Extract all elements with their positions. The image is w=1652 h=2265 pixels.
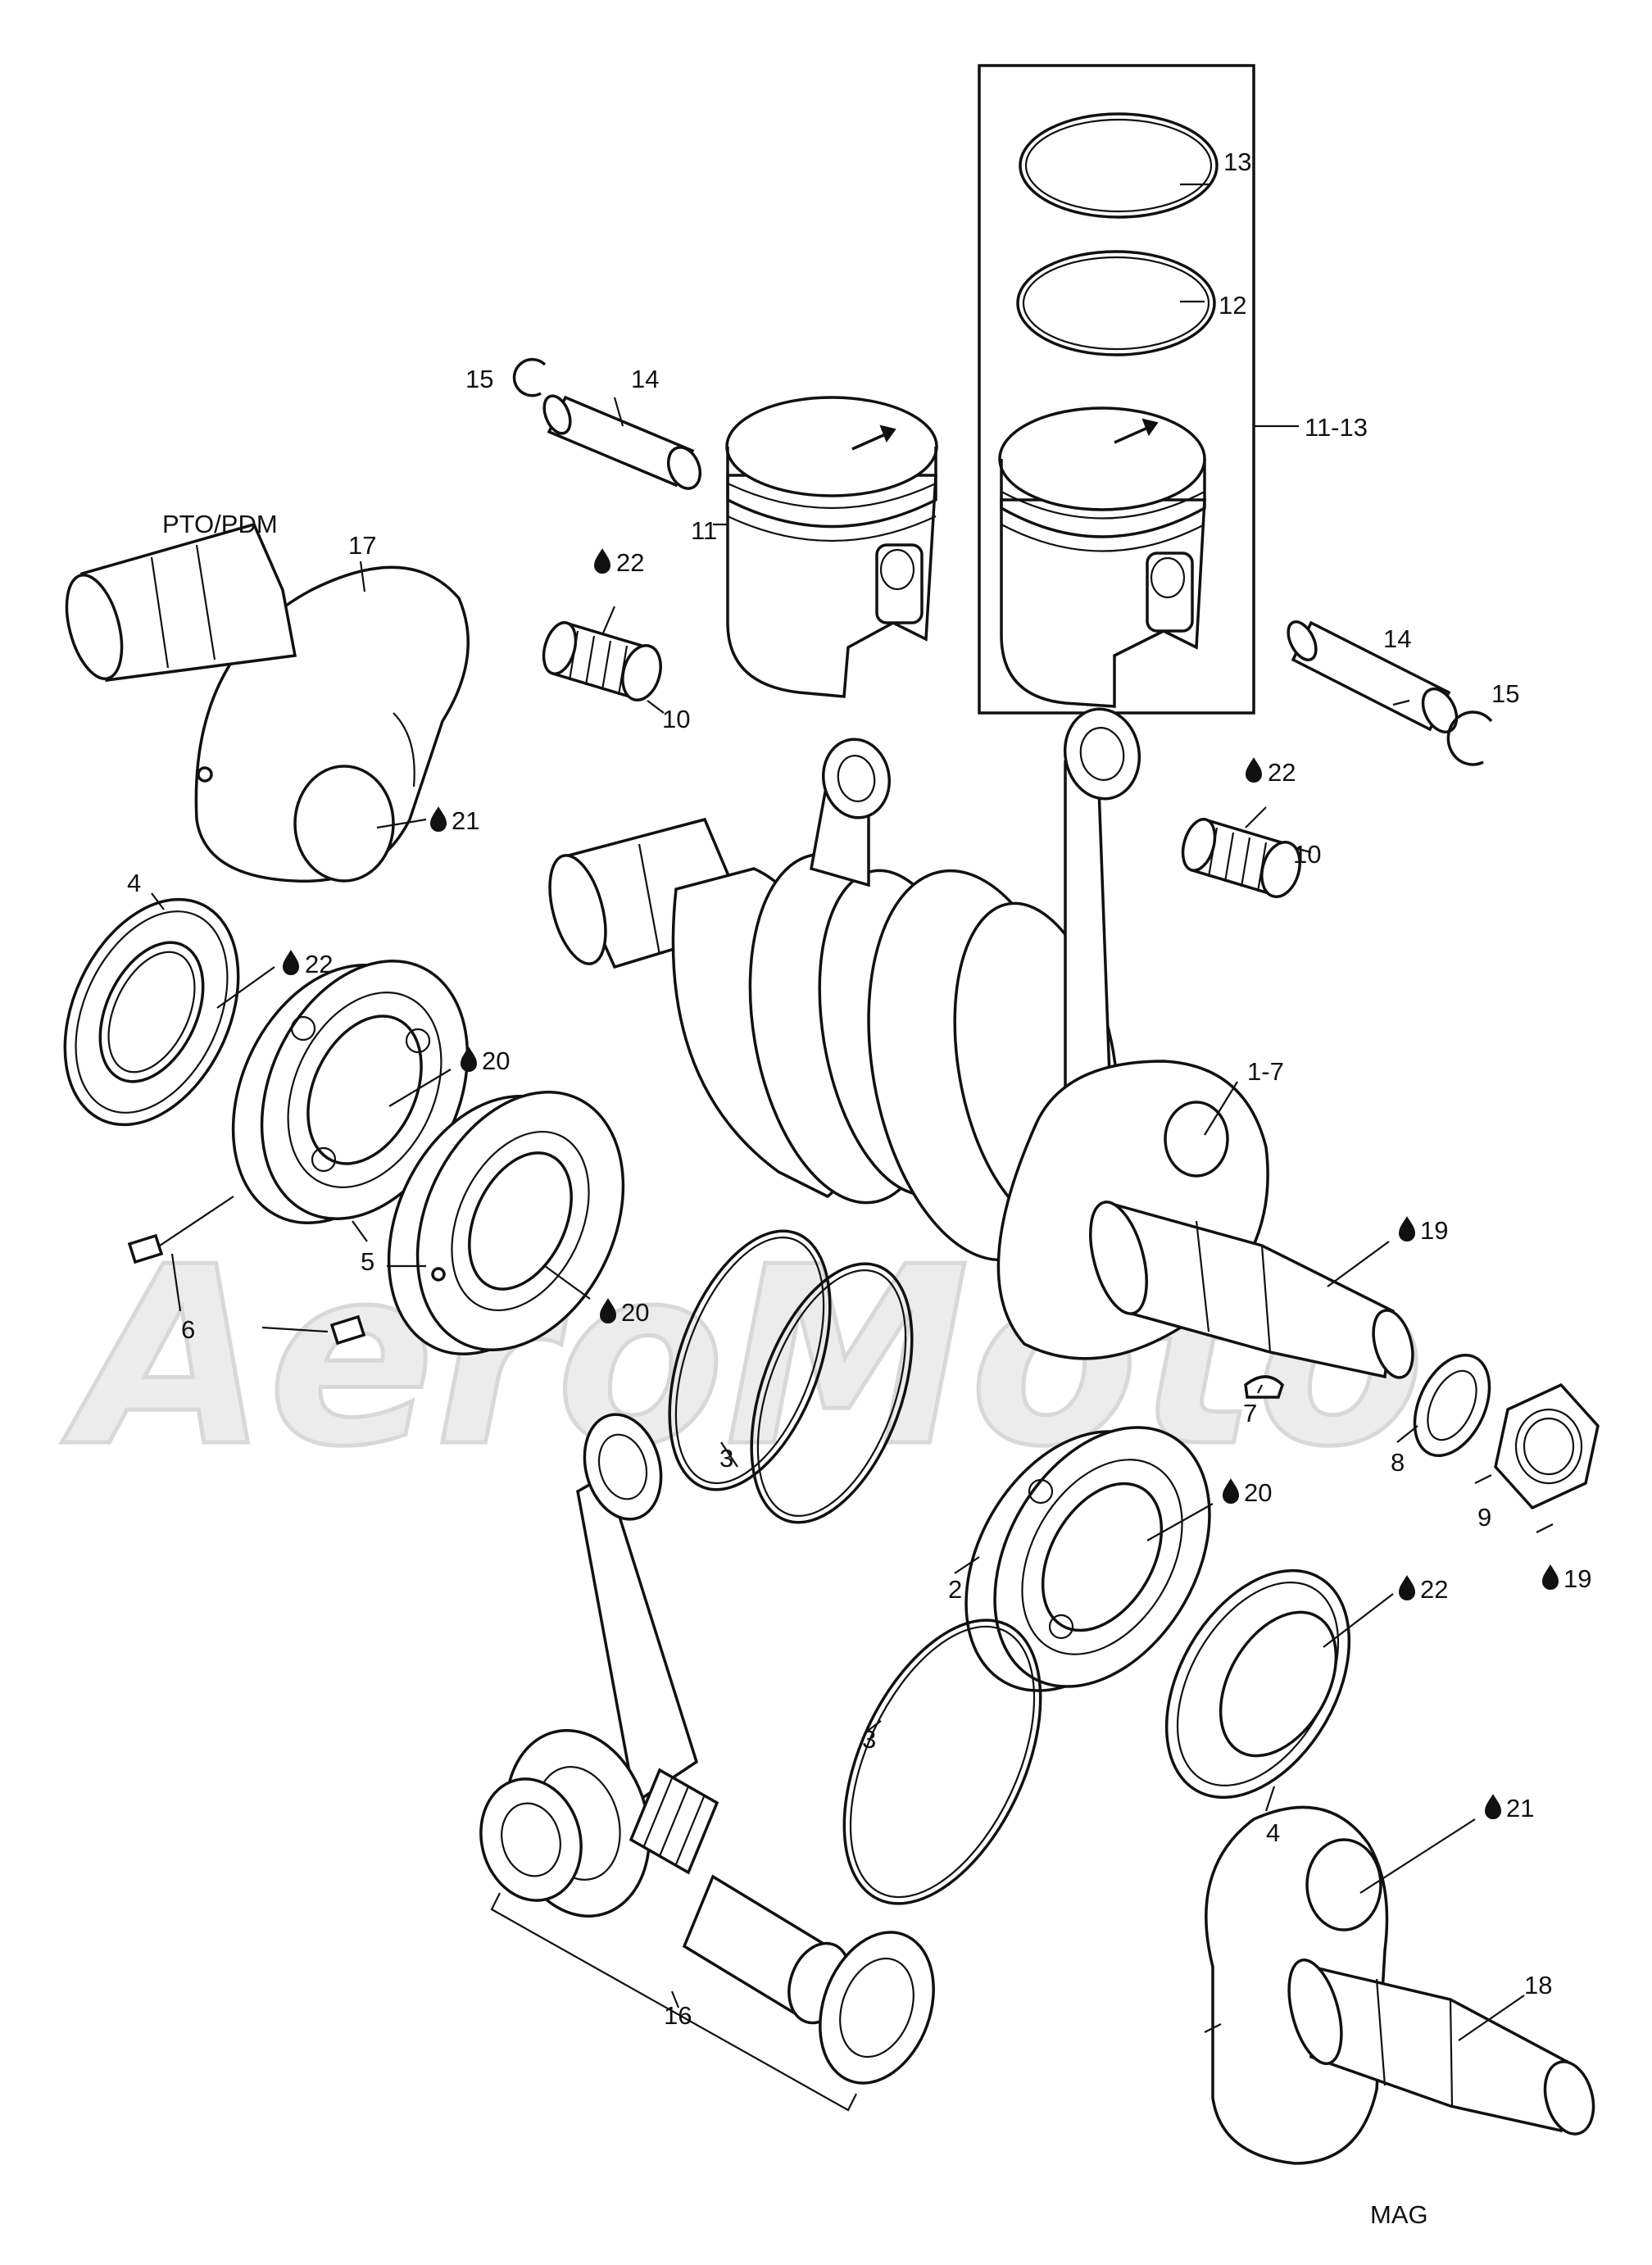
dowel-pin-6-upper	[127, 1233, 164, 1264]
oil-seal-4-left	[63, 897, 240, 1127]
callout-1-7: 1-7	[1247, 1057, 1284, 1086]
piston-ring-13	[1019, 112, 1219, 219]
piston-ring-12	[1016, 250, 1216, 356]
piston-pin-14-left	[542, 394, 702, 490]
callout-12: 12	[1219, 291, 1246, 320]
piston-kit-box	[978, 64, 1255, 715]
lube-drop-icon-22a	[594, 549, 610, 574]
callout-9: 9	[1477, 1503, 1491, 1532]
callout-10-left: 10	[662, 705, 690, 733]
callout-labels: 13 12 11-13 15 14 11 17 22 10 14 15 22 1…	[127, 148, 1591, 2030]
o-ring-3-lower	[842, 1618, 1042, 1905]
callout-15-left: 15	[465, 365, 493, 393]
piston-11-kit	[998, 406, 1206, 708]
lube-drop-icon-21b	[1485, 1795, 1501, 1819]
callout-11: 11	[691, 516, 717, 545]
callout-2: 2	[948, 1575, 962, 1604]
callout-8: 8	[1391, 1448, 1405, 1477]
conrod-kit-16	[479, 1413, 935, 2112]
pto-label: PTO/PDM	[162, 510, 278, 538]
callout-10-right: 10	[1293, 840, 1321, 869]
callout-20-b: 20	[621, 1298, 649, 1327]
needle-bearing-10-left	[542, 620, 662, 701]
callout-22-a: 22	[616, 548, 644, 577]
lock-washer-8	[1413, 1353, 1491, 1458]
piston-11	[725, 396, 938, 698]
o-ring-3-upper-a	[668, 1229, 832, 1491]
ball-bearing-2	[964, 1426, 1211, 1692]
ball-bearing-20-left	[231, 960, 470, 1224]
o-ring-3-upper-b	[750, 1262, 914, 1524]
callout-13: 13	[1223, 148, 1251, 176]
callout-6: 6	[181, 1315, 195, 1344]
woodruff-key-7	[1244, 1375, 1285, 1399]
callout-3-lower: 3	[862, 1725, 876, 1754]
nut-9	[1494, 1382, 1600, 1510]
callout-15-right: 15	[1491, 679, 1519, 708]
lube-drop-icon-22c	[283, 951, 299, 975]
leader-lines	[151, 183, 1554, 2041]
callout-18: 18	[1524, 1971, 1552, 1999]
lube-drop-icon-19b	[1542, 1565, 1559, 1590]
callout-7: 7	[1243, 1399, 1257, 1428]
lube-drop-icon-21a	[430, 807, 447, 832]
callout-20-a: 20	[482, 1046, 510, 1075]
callout-11-13: 11-13	[1305, 413, 1368, 442]
oil-seal-4-right	[1164, 1568, 1351, 1800]
crankshaft-assembly-1-7	[548, 707, 1414, 1379]
circlip-15-left	[512, 357, 547, 397]
crankshaft-half-17	[65, 522, 470, 883]
callout-22-d: 22	[1420, 1575, 1448, 1604]
callout-20-c: 20	[1244, 1478, 1272, 1507]
callout-14-right: 14	[1383, 624, 1411, 653]
callout-19-b: 19	[1564, 1564, 1591, 1593]
callout-22-b: 22	[1268, 758, 1296, 787]
callout-22-c: 22	[305, 950, 333, 978]
lube-drop-icon-22b	[1246, 758, 1262, 783]
callout-17: 17	[348, 531, 376, 560]
callout-21-a: 21	[452, 806, 479, 835]
piston-pin-14-right	[1287, 620, 1459, 734]
callout-19-a: 19	[1420, 1216, 1448, 1245]
needle-bearing-10-right	[1181, 817, 1301, 898]
circlip-15-right	[1446, 710, 1493, 766]
callout-16: 16	[664, 2001, 692, 2030]
crankshaft-half-18	[1204, 1805, 1595, 2165]
dowel-pin-6-lower	[329, 1314, 366, 1346]
callout-3-upper: 3	[719, 1444, 733, 1473]
callout-5: 5	[361, 1247, 374, 1276]
callout-21-b: 21	[1506, 1794, 1534, 1822]
callout-4-left: 4	[127, 869, 141, 897]
mag-label: MAG	[1370, 2200, 1428, 2229]
callout-4-right: 4	[1266, 1818, 1280, 1847]
callout-14-left: 14	[631, 365, 659, 393]
lube-drop-icon-22d	[1399, 1576, 1415, 1600]
